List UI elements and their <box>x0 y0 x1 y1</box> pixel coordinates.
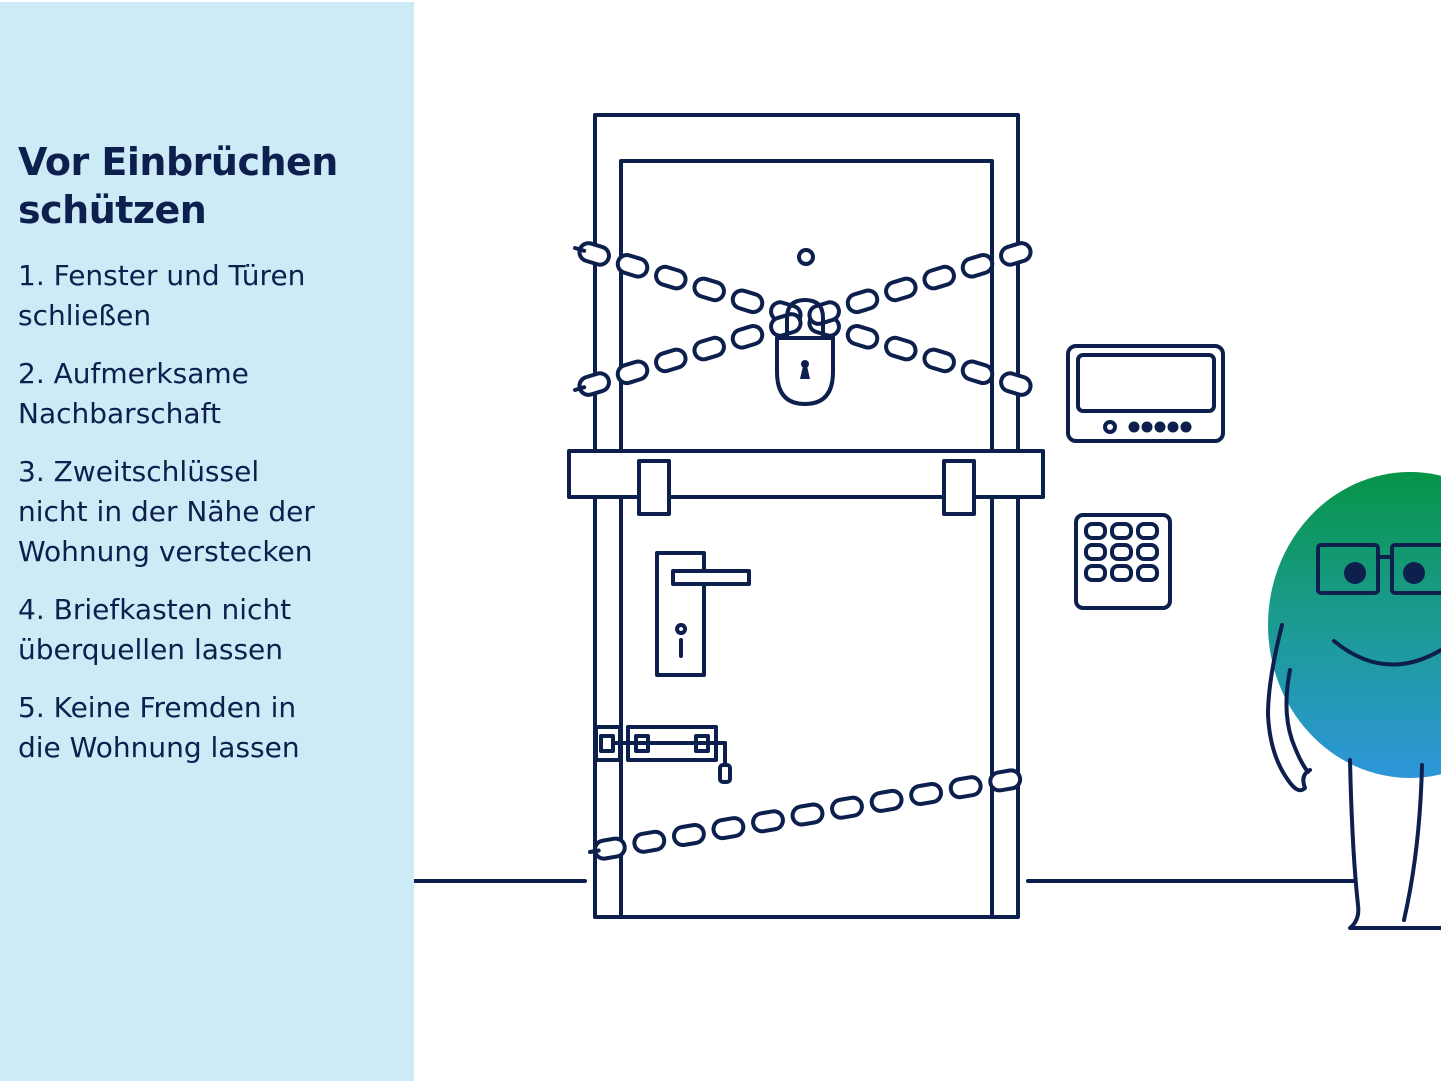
tip-item: 5. Keine Fremden in die Wohnung lassen <box>18 691 300 764</box>
chain-link <box>711 816 746 841</box>
chain-end <box>573 246 587 253</box>
tip-item: 3. Zweitschlüssel nicht in der Nähe der … <box>18 455 315 568</box>
chain-end <box>588 848 601 854</box>
chain-end <box>573 385 587 392</box>
chain-link <box>790 802 825 827</box>
eye-left <box>1344 562 1366 584</box>
chain-link <box>884 276 918 303</box>
chain-link <box>869 788 904 813</box>
chain-link <box>671 822 706 848</box>
chain-link <box>909 781 944 807</box>
chain-link <box>654 347 688 374</box>
chain-link <box>960 359 995 386</box>
chain-link <box>960 253 995 279</box>
tip-item: 4. Briefkasten nicht überquellen lassen <box>18 593 292 666</box>
smiling-character-icon <box>1266 472 1441 930</box>
bar-bracket-left <box>637 459 671 516</box>
chain-link <box>830 795 864 820</box>
chain-link <box>845 288 880 315</box>
peephole-icon <box>797 248 815 266</box>
chain-icon <box>588 768 1023 861</box>
tips-panel: Vor Einbrüchen schützen 1. Fenster und T… <box>0 2 414 1081</box>
chain-link <box>615 253 650 279</box>
keypad-icon <box>1074 513 1172 610</box>
tip-item: 1. Fenster und Türen schließen <box>18 259 306 332</box>
eye-right <box>1403 562 1425 584</box>
chain-link <box>922 264 956 291</box>
alarm-display-icon <box>1066 344 1225 443</box>
door-bolt-icon <box>594 725 732 784</box>
chain-link <box>730 324 765 350</box>
chain-link <box>751 809 785 834</box>
chain-link <box>988 768 1023 793</box>
chain-link <box>922 347 956 374</box>
chain-link <box>999 371 1033 397</box>
chain-link <box>730 288 765 315</box>
chain-icon <box>573 241 1033 397</box>
bar-bracket-right <box>942 459 976 516</box>
tip-item: 2. Aufmerksame Nachbarschaft <box>18 357 249 430</box>
chain-link <box>845 324 880 350</box>
chain-link <box>999 241 1033 267</box>
page-title: Vor Einbrüchen schützen <box>18 140 338 232</box>
door-handle-icon <box>655 551 751 677</box>
chain-link <box>632 829 667 854</box>
chain-link <box>692 276 726 303</box>
chain-link <box>615 359 650 386</box>
padlock-icon <box>775 298 835 406</box>
tips-list: 1. Fenster und Türen schließen 2. Aufmer… <box>18 256 404 768</box>
chain-link <box>884 335 918 362</box>
chain-link <box>692 335 726 362</box>
chain-link <box>948 775 983 800</box>
chain-link <box>654 264 688 291</box>
